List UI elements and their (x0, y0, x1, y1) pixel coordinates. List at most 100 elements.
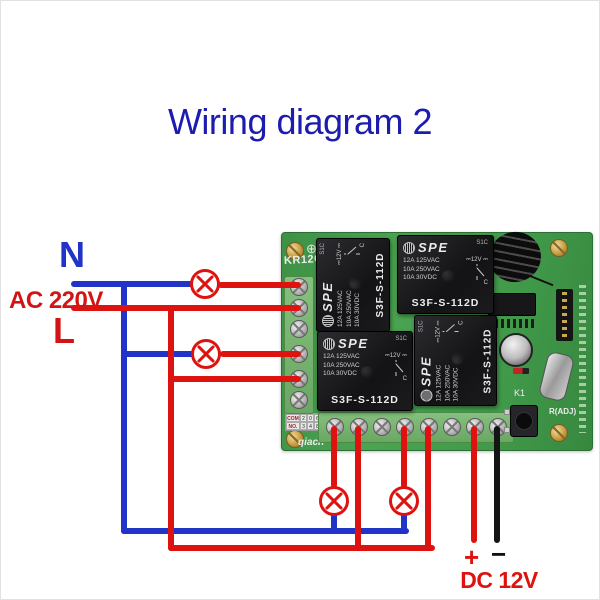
relay-rating: 10A 250VAC (345, 290, 353, 327)
terminal-screw-icon (290, 320, 308, 338)
table-cell: 4 (307, 422, 314, 430)
wire-live-bottom (168, 545, 435, 551)
relay-rating: 10A 250VAC (443, 364, 451, 401)
table-cell: NO. (286, 422, 300, 430)
relay-rating: 12A 125VAC (323, 353, 360, 360)
relay-brand: SPE (418, 355, 433, 386)
wire-dc-negative (494, 426, 500, 543)
radj-label: R(ADJ) (549, 407, 577, 416)
relay-rating: 10A 30VDC (403, 274, 437, 281)
wire-output4-to-load4 (401, 426, 407, 488)
relay-series: S1C (476, 240, 488, 246)
wire-neutral-to-load2 (121, 351, 197, 357)
table-cell: COM (286, 414, 300, 422)
ic-chip (488, 293, 536, 316)
wire-live-to-terminal5 (168, 376, 301, 382)
wire-neutral-load3-riser (331, 510, 337, 532)
wire-output1-to-load3 (331, 426, 337, 488)
wire-neutral-branch-vertical (121, 281, 127, 534)
relay-4: SPE S1C 12A 125VAC 10A 250VAC 10A 30VDC … (414, 315, 497, 406)
terminal-screw-icon (443, 418, 461, 436)
live-label: L (53, 310, 75, 351)
relay-rating: 10A 30VDC (354, 293, 361, 327)
relay-contact-icon (344, 246, 360, 255)
k1-label: K1 (514, 388, 526, 398)
relay-series: S1C (418, 320, 424, 332)
side-connector (556, 289, 573, 341)
wire-neutral-main (71, 281, 195, 287)
wire-neutral-load4-riser (401, 510, 407, 532)
relay-rating: 10A 30VDC (452, 367, 459, 401)
relay-contact-label: C (402, 376, 407, 382)
relay-brand: SPE (338, 336, 369, 351)
wire-output2-drop (355, 426, 361, 549)
load-symbol-3 (319, 486, 349, 516)
terminal-screw-icon (373, 418, 391, 436)
load-symbol-1 (190, 269, 220, 299)
spe-logo-icon (321, 315, 334, 327)
relay-part-number: S3F-S-112D (331, 394, 399, 406)
relay-coil-rating: ⎓12V ⎓ (435, 320, 441, 342)
wire-output5-drop (425, 426, 431, 549)
wire-load1-to-terminal1 (218, 282, 301, 288)
relay-rating: 10A 250VAC (323, 361, 360, 369)
button-cap-icon (515, 412, 533, 430)
dc-minus-label: − (491, 539, 507, 569)
mount-screw-icon (286, 242, 304, 260)
capacitor (499, 333, 533, 367)
solder-pad-icon (504, 427, 510, 433)
mount-screw-icon (550, 424, 568, 442)
dc-plus-label: + (464, 542, 480, 572)
table-cell: 2 (300, 414, 307, 422)
table-cell: 0 (307, 414, 314, 422)
neutral-label: N (59, 234, 85, 275)
relay-contact-label: C (483, 280, 488, 286)
relay-series: S1C (395, 336, 407, 342)
relay-series: S1C (320, 243, 326, 255)
load-symbol-2 (191, 339, 221, 369)
relay-rating: 12A 125VAC (337, 290, 344, 327)
relay-2: SPE S1C 12A 125VAC 10A 250VAC 10A 30VDC … (397, 235, 494, 314)
ac-voltage-label: AC 220V (9, 287, 103, 314)
relay-part-number: S3F-S-112D (375, 252, 386, 318)
antenna-lead (526, 273, 554, 287)
diode (513, 368, 529, 374)
brand-logo: qiach (298, 437, 325, 448)
wire-dc-positive (471, 426, 477, 543)
output-terminal-block (318, 412, 514, 443)
pin-header (489, 319, 535, 328)
connector-pins (562, 292, 567, 338)
relay-contact-icon (476, 264, 485, 280)
relay-contact-icon (395, 360, 404, 376)
crystal-oscillator (537, 350, 576, 403)
relay-board: KR12C ⊕ K1 R(ADJ) qiach COM 2 0 6 NO. 3 … (281, 226, 593, 451)
relay-brand: SPE (418, 240, 449, 255)
relay-3: SPE S1C 12A 125VAC 10A 250VAC 10A 30VDC … (317, 331, 413, 411)
relay-contact-icon (442, 323, 458, 332)
relay-part-number: S3F-S-112D (411, 297, 480, 309)
spe-logo-icon (419, 389, 432, 401)
relay-1: SPE S1C 12A 125VAC 10A 250VAC 10A 30VDC … (316, 238, 390, 332)
relay-rating: 10A 250VAC (403, 265, 440, 273)
dc-supply-label: DC 12V (460, 567, 538, 593)
terminal-screw-icon (290, 391, 308, 409)
relay-coil-rating: ⎓12V ⎓ (337, 243, 343, 265)
spe-logo-icon (323, 337, 335, 350)
wire-live-branch-vertical (168, 305, 174, 551)
relay-brand: SPE (320, 281, 335, 312)
relay-contact-label: C (458, 320, 464, 325)
relay-rating: 12A 125VAC (435, 364, 442, 401)
relay-contact-label: C (360, 243, 366, 248)
relay-rating: 12A 125VAC (403, 257, 440, 264)
spe-logo-icon (403, 241, 415, 254)
relay-rating: 10A 30VDC (323, 370, 357, 377)
pcb-solder-pads (579, 285, 586, 433)
wire-load2-to-terminal4 (220, 351, 301, 357)
learn-button (510, 405, 538, 437)
page-title: Wiring diagram 2 (167, 101, 433, 142)
crosshair-mark-icon: ⊕ (306, 241, 317, 256)
relay-coil-rating: ⎓12V ⎓ (466, 257, 488, 263)
relay-coil-rating: ⎓12V ⎓ (385, 353, 407, 359)
com-no-table: COM 2 0 6 NO. 3 4 8 (285, 413, 322, 431)
